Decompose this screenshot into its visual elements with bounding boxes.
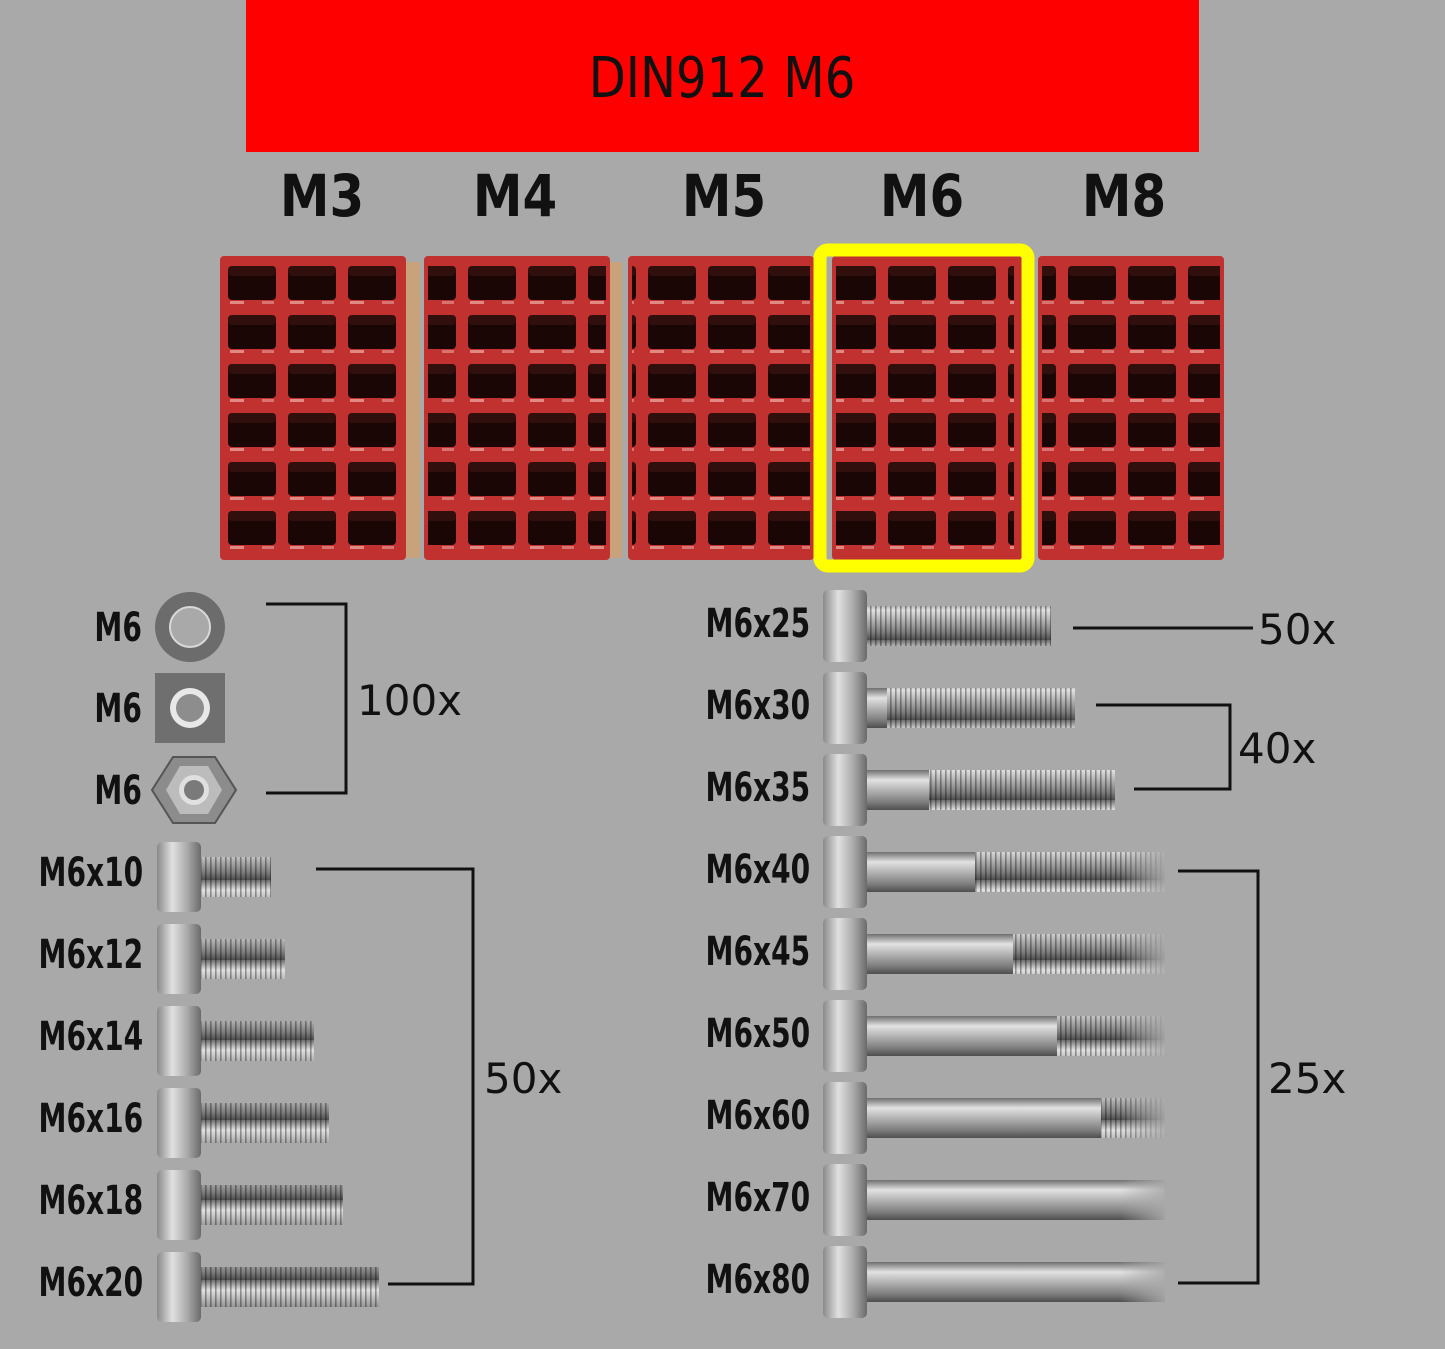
label-m6x35: M6x35 — [705, 765, 810, 811]
label-hex-nut: M6 — [94, 768, 142, 814]
size-label-m8: M8 — [1081, 162, 1167, 230]
storage-box-m5 — [628, 256, 814, 560]
washer-icon — [155, 592, 225, 662]
selected-highlight — [813, 243, 1035, 573]
count-bolts-left: 50x — [484, 1054, 563, 1103]
label-square-nut: M6 — [94, 686, 142, 732]
bolt-m6x30 — [823, 672, 1075, 744]
label-m6x25: M6x25 — [705, 601, 810, 647]
size-label-m5: M5 — [681, 162, 767, 230]
bolt-m6x12 — [157, 924, 285, 994]
bolt-m6x40 — [823, 836, 1165, 908]
label-m6x18: M6x18 — [38, 1178, 143, 1224]
size-label-m6: M6 — [879, 162, 965, 230]
label-m6x80: M6x80 — [705, 1257, 810, 1303]
label-m6x14: M6x14 — [38, 1014, 143, 1060]
label-m6x12: M6x12 — [38, 932, 143, 978]
count-fittings: 100x — [357, 676, 463, 725]
label-washer: M6 — [94, 605, 142, 651]
label-m6x16: M6x16 — [38, 1096, 143, 1142]
bolt-m6x50 — [823, 1000, 1165, 1072]
storage-box-m3 — [220, 256, 420, 560]
size-label-m4: M4 — [472, 162, 558, 230]
label-m6x70: M6x70 — [705, 1175, 810, 1221]
label-m6x45: M6x45 — [705, 929, 810, 975]
bracket-lines — [266, 602, 1260, 1286]
label-m6x50: M6x50 — [705, 1011, 810, 1057]
label-m6x10: M6x10 — [38, 850, 143, 896]
label-m6x40: M6x40 — [705, 847, 810, 893]
square-nut-icon — [155, 673, 225, 743]
count-bolts-30-35: 40x — [1238, 724, 1317, 773]
bolt-m6x16 — [157, 1088, 329, 1158]
storage-box-m6 — [832, 256, 1022, 560]
title-banner: DIN912 M6 — [246, 0, 1199, 152]
bolt-m6x70 — [823, 1164, 1165, 1236]
fade-overlay — [1120, 840, 1170, 1320]
label-m6x30: M6x30 — [705, 683, 810, 729]
storage-box-m8 — [1038, 256, 1224, 560]
bolt-m6x25 — [823, 590, 1051, 662]
hex-nut-icon — [150, 756, 238, 824]
page-title: DIN912 M6 — [589, 45, 856, 111]
bolt-m6x80 — [823, 1246, 1165, 1318]
label-m6x60: M6x60 — [705, 1093, 810, 1139]
bolt-m6x14 — [157, 1006, 314, 1076]
size-label-m3: M3 — [279, 162, 365, 230]
bolt-m6x18 — [157, 1170, 343, 1240]
storage-box-m4 — [424, 256, 622, 560]
count-bolts-40-80: 25x — [1268, 1054, 1347, 1103]
bolt-m6x60 — [823, 1082, 1165, 1154]
bolt-m6x10 — [157, 842, 271, 912]
bolt-m6x20 — [157, 1252, 379, 1322]
bolt-m6x45 — [823, 918, 1165, 990]
bolt-m6x35 — [823, 754, 1115, 826]
count-m6x25: 50x — [1258, 605, 1337, 654]
label-m6x20: M6x20 — [38, 1260, 143, 1306]
